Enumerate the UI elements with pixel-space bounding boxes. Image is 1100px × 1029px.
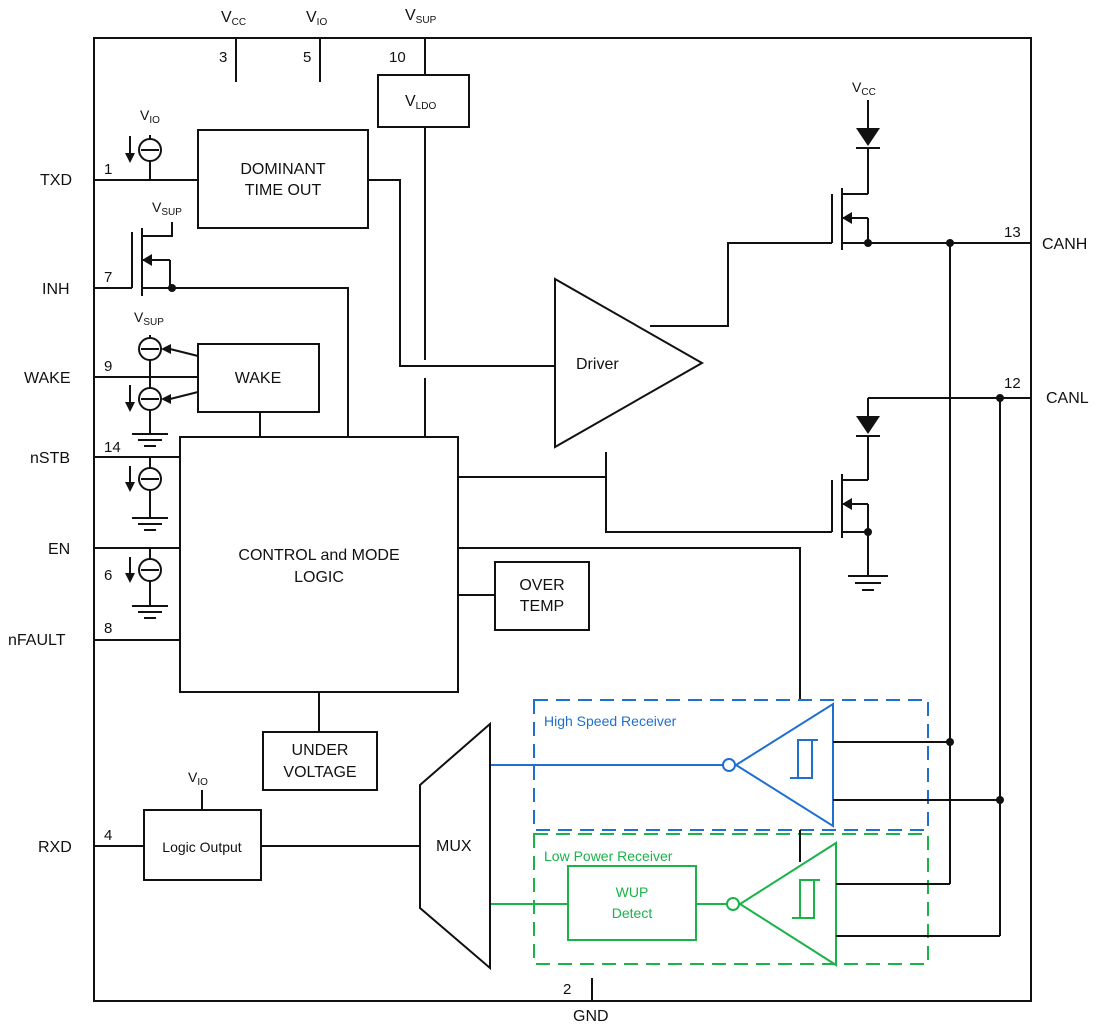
undervoltage-label-1: UNDER: [292, 742, 349, 759]
signal-wake: WAKE: [24, 370, 71, 387]
wup-label-1: WUP: [616, 884, 649, 900]
vio-supply-pin: VIO 5: [303, 9, 327, 82]
wake-block: [197, 343, 320, 413]
wup-label-2: Detect: [612, 905, 653, 921]
vsup-supply-pin: VSUP 10: [389, 7, 437, 75]
overtemp-label-1: OVER: [519, 577, 564, 594]
low-power-comparator: [738, 841, 837, 967]
pin-number-nstb: 14: [104, 439, 121, 456]
control-label-2: LOGIC: [294, 569, 344, 586]
dominant-timeout-block: [197, 129, 369, 229]
chip-outline: [93, 37, 1032, 1002]
undervoltage-label-2: VOLTAGE: [283, 764, 356, 781]
overtemp-label-2: TEMP: [520, 598, 564, 615]
driver-label: Driver: [576, 356, 619, 373]
signal-nfault: nFAULT: [8, 632, 66, 649]
signal-canl: CANL: [1046, 390, 1089, 407]
logic-output-block: [143, 809, 262, 881]
pin-number-en: 6: [104, 567, 112, 584]
vcc-supply-pin: VCC 3: [219, 9, 246, 82]
wup-detect-block: [567, 865, 697, 941]
mux-label: MUX: [436, 838, 472, 855]
pin-number-wake: 9: [104, 358, 112, 375]
mux-block: [419, 721, 491, 971]
signal-nstb: nSTB: [30, 450, 70, 467]
signal-rxd: RXD: [38, 839, 72, 856]
svg-text:VIO: VIO: [188, 769, 208, 788]
svg-text:VSUP: VSUP: [134, 309, 164, 328]
svg-text:VCC: VCC: [221, 9, 246, 28]
undervoltage-block: [262, 731, 378, 791]
signal-canh: CANH: [1042, 236, 1087, 253]
svg-text:VCC: VCC: [852, 79, 876, 98]
driver-triangle: [554, 277, 705, 449]
svg-text:VSUP: VSUP: [152, 199, 182, 218]
signal-gnd: GND: [573, 1008, 609, 1025]
pin-number-gnd: 2: [563, 981, 571, 998]
pin-number-inh: 7: [104, 269, 112, 286]
pin-number-vio: 5: [303, 49, 311, 66]
high-speed-comparator: [734, 702, 834, 828]
wake-label: WAKE: [235, 370, 282, 387]
control-mode-logic-block: [179, 436, 459, 693]
signal-inh: INH: [42, 281, 70, 298]
pin-number-vsup: 10: [389, 49, 406, 66]
control-label-1: CONTROL and MODE: [238, 547, 399, 564]
low-power-receiver-label: Low Power Receiver: [544, 848, 673, 864]
signal-txd: TXD: [40, 172, 72, 189]
overtemp-block: [494, 561, 590, 631]
pin-number-canl: 12: [1004, 375, 1021, 392]
logic-output-label: Logic Output: [162, 839, 241, 855]
pin-number-txd: 1: [104, 161, 112, 178]
dominant-label-1: DOMINANT: [240, 161, 326, 178]
vldo-block: [377, 74, 470, 128]
pin-number-vcc: 3: [219, 49, 227, 66]
pin-number-nfault: 8: [104, 620, 112, 637]
svg-text:VSUP: VSUP: [405, 7, 437, 26]
dominant-label-2: TIME OUT: [245, 182, 322, 199]
svg-text:VIO: VIO: [306, 9, 327, 28]
high-speed-receiver-label: High Speed Receiver: [544, 713, 677, 729]
svg-text:VIO: VIO: [140, 107, 160, 126]
signal-en: EN: [48, 541, 70, 558]
vldo-label: VLDO: [405, 93, 436, 112]
pin-number-rxd: 4: [104, 827, 112, 844]
pin-number-canh: 13: [1004, 224, 1021, 241]
